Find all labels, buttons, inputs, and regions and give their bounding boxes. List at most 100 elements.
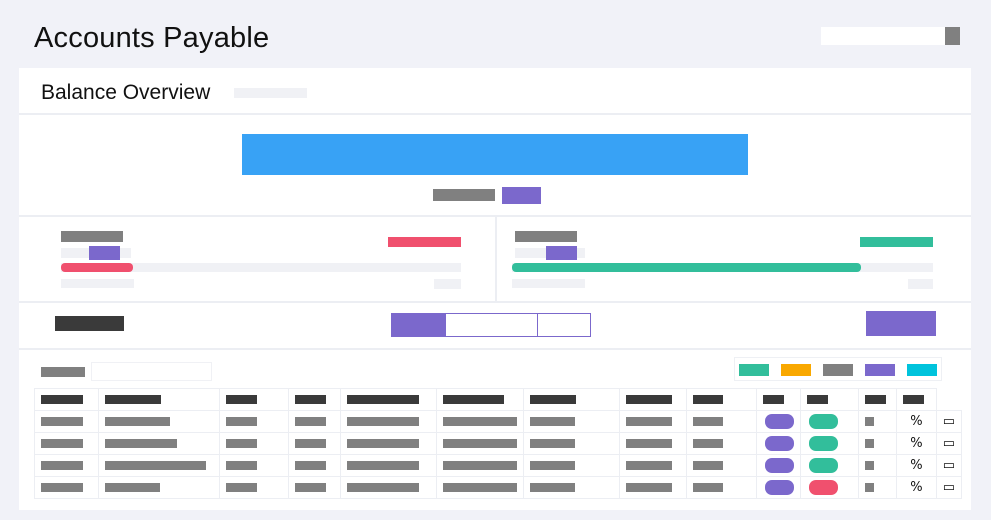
status-cell [756,410,802,433]
flag-cell [857,454,898,477]
column-header[interactable] [339,388,438,411]
legend-swatch-4[interactable] [865,364,895,376]
state-pill[interactable] [809,414,839,429]
search-input[interactable] [91,362,212,381]
status-pill[interactable] [765,480,795,495]
table-cell [97,454,221,477]
table-cell [686,432,758,455]
table-cell [34,410,99,433]
panel-value [434,279,461,289]
column-header[interactable] [523,388,621,411]
legend [734,357,942,381]
column-header[interactable] [436,388,525,411]
table-row[interactable]: %▭ [34,410,963,433]
card-icon[interactable]: ▭ [942,436,955,451]
flag-marker [864,461,874,470]
state-cell [800,410,859,433]
table-cell [288,454,341,477]
legend-swatch-5[interactable] [907,364,937,376]
flag-cell [857,476,898,499]
column-header[interactable] [896,388,937,411]
column-header[interactable] [756,388,802,411]
discount-cell: % [896,476,937,499]
payment-cell: ▭ [935,454,963,477]
flag-marker [864,417,874,426]
search-label [41,367,85,377]
table-cell [686,410,758,433]
state-cell [800,432,859,455]
page-title: Accounts Payable [34,22,270,54]
column-header[interactable] [800,388,859,411]
status-cell [756,432,802,455]
primary-action-button[interactable] [866,311,936,336]
primary-balance-bar [242,134,748,175]
status-cell [756,454,802,477]
segment-tab-1[interactable] [391,313,446,337]
top-right-control-handle[interactable] [945,27,960,45]
progress-track [61,263,461,272]
column-header[interactable] [34,388,99,411]
percent-icon[interactable]: % [910,480,923,495]
table-row[interactable]: %▭ [34,476,963,499]
panel-footnote [61,279,134,288]
state-cell [800,454,859,477]
column-header[interactable] [619,388,688,411]
legend-swatch-2[interactable] [781,364,811,376]
panel-badge[interactable] [546,246,577,260]
table-cell [34,432,99,455]
segment-tab-2[interactable] [445,313,538,337]
percent-icon[interactable]: % [910,436,923,451]
percent-icon[interactable]: % [910,414,923,429]
table-cell [219,454,290,477]
table-cell [619,454,688,477]
table-cell [523,476,621,499]
top-right-control[interactable] [821,27,960,45]
progress-fill [512,263,862,272]
table-cell [619,476,688,499]
state-pill[interactable] [809,458,839,473]
flag-marker [864,483,874,492]
state-pill[interactable] [809,480,839,495]
card-icon[interactable]: ▭ [942,480,955,495]
card-icon[interactable]: ▭ [942,414,955,429]
table-row[interactable]: %▭ [34,432,963,455]
panel-badge[interactable] [89,246,120,260]
panel-footnote [512,279,585,288]
discount-cell: % [896,432,937,455]
column-header[interactable] [97,388,221,411]
state-cell [800,476,859,499]
table-cell [288,432,341,455]
table-cell [619,410,688,433]
divider [19,348,971,350]
legend-swatch-3[interactable] [823,364,853,376]
status-pill[interactable] [765,414,795,429]
divider [495,217,497,301]
column-header[interactable] [288,388,341,411]
table-cell [686,454,758,477]
table-cell [219,476,290,499]
state-pill[interactable] [809,436,839,451]
status-pill[interactable] [765,436,795,451]
balance-badge[interactable] [502,187,541,204]
payables-table: %▭%▭%▭%▭ [34,388,963,499]
table-cell [34,476,99,499]
legend-swatch-1[interactable] [739,364,769,376]
table-cell [523,454,621,477]
table-cell [436,410,525,433]
discount-cell: % [896,410,937,433]
status-indicator [388,237,461,247]
percent-icon[interactable]: % [910,458,923,473]
column-header[interactable] [219,388,290,411]
column-header[interactable] [686,388,758,411]
table-cell [436,476,525,499]
card-icon[interactable]: ▭ [942,458,955,473]
status-pill[interactable] [765,458,795,473]
table-cell [219,432,290,455]
table-cell [339,432,438,455]
payment-cell: ▭ [935,432,963,455]
table-cell [34,454,99,477]
segment-tab-3[interactable] [537,313,591,337]
title-placeholder [234,88,307,98]
column-header[interactable] [857,388,898,411]
table-row[interactable]: %▭ [34,454,963,477]
